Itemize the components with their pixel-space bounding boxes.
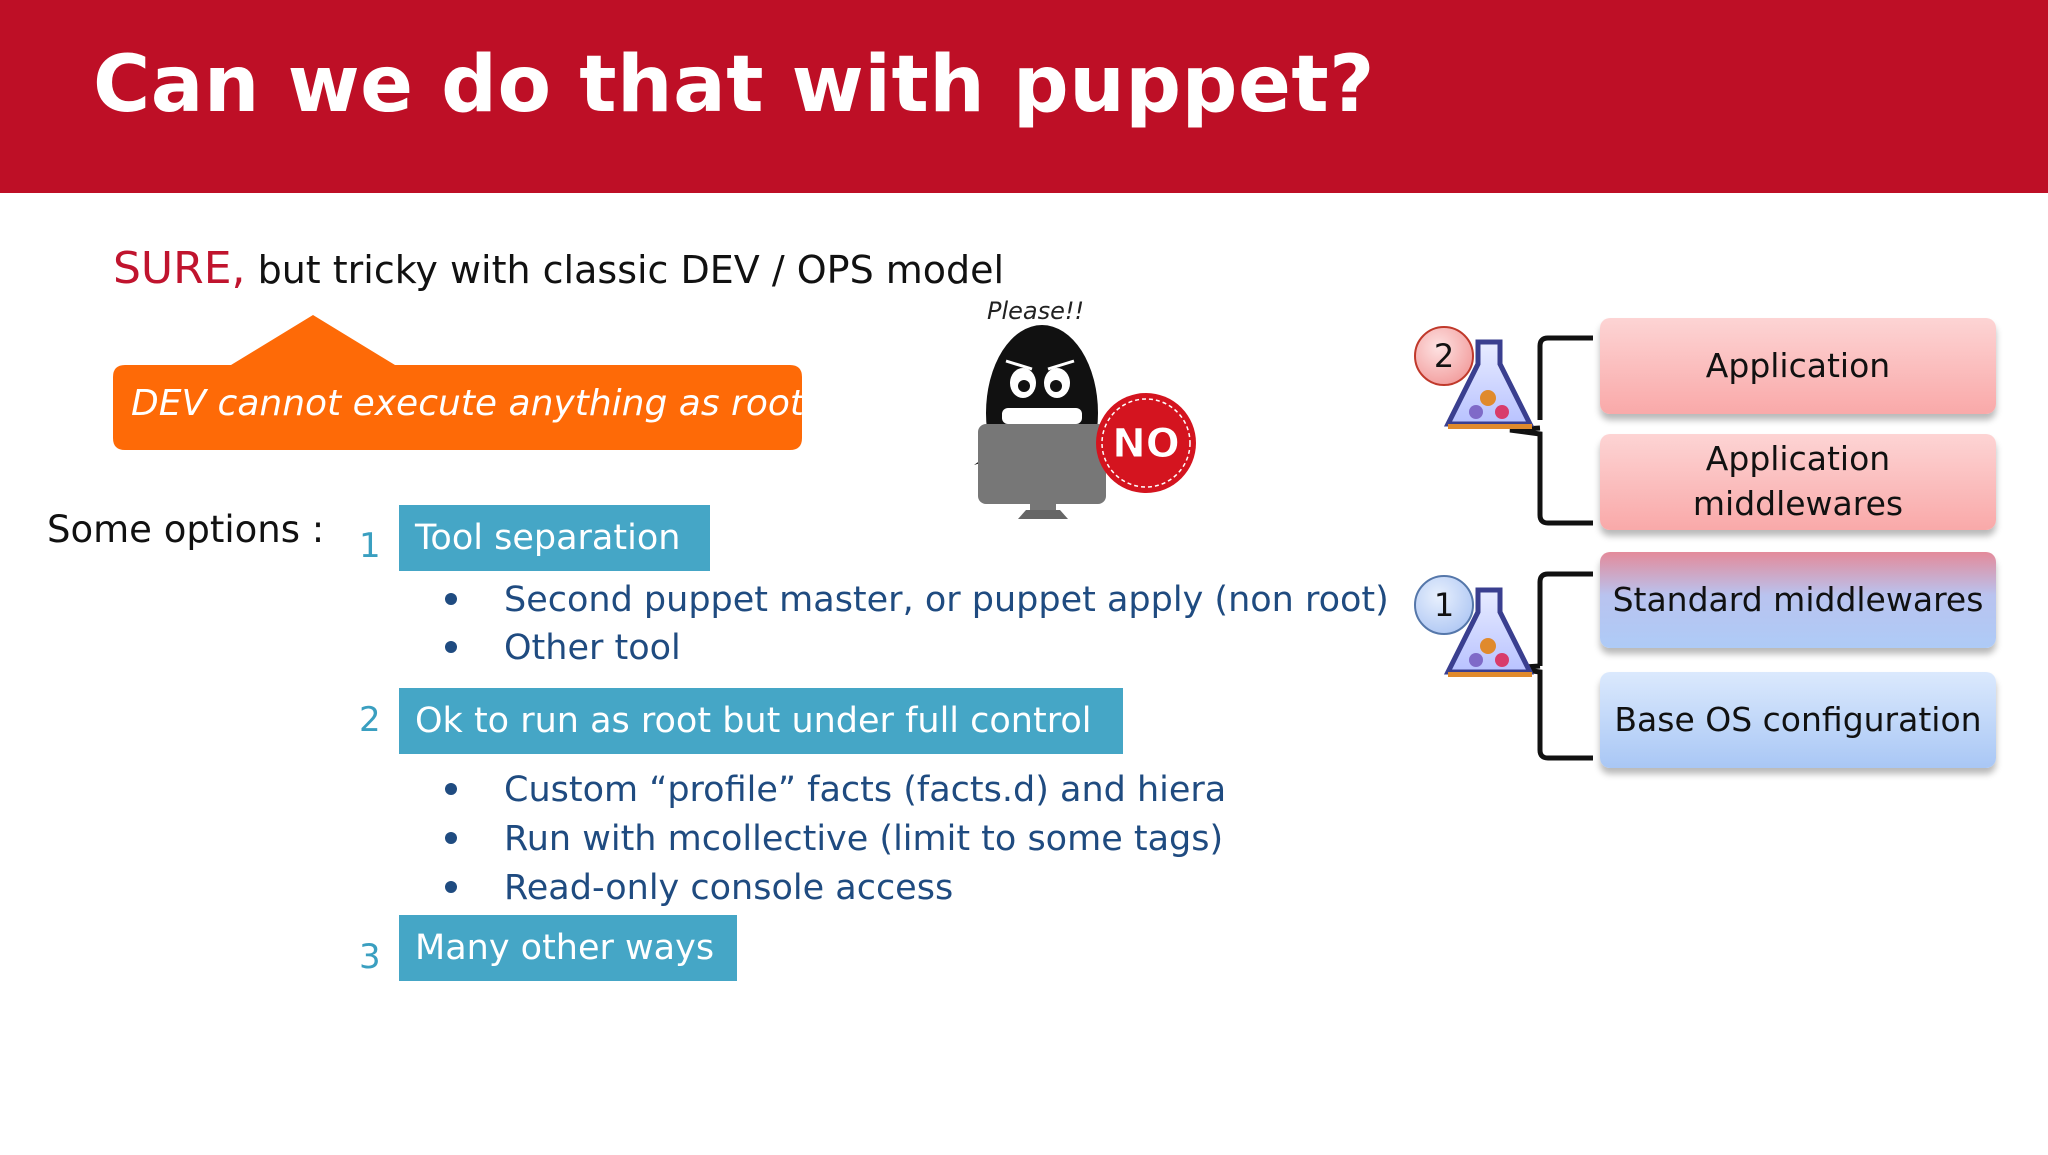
- option-bar-other-ways: Many other ways: [399, 915, 737, 981]
- priority-badge: 1: [1414, 575, 1474, 635]
- layer-standard-middlewares: Standard middlewares: [1600, 552, 1996, 648]
- option-bar-tool-separation: Tool separation: [399, 505, 710, 571]
- bullet-icon: [445, 593, 457, 605]
- penguin-mascot-icon: Please!! NO: [974, 297, 1196, 519]
- sure-rest: but tricky with classic DEV / OPS model: [245, 248, 1005, 292]
- option-number: 3: [359, 937, 381, 977]
- list-item: Other tool: [445, 628, 681, 668]
- list-item: Read-only console access: [445, 868, 953, 908]
- flask-icon: [1443, 587, 1535, 677]
- bullet-icon: [445, 641, 457, 653]
- layer-application: Application: [1600, 318, 1996, 414]
- bullet-icon: [445, 832, 457, 844]
- no-bubble: NO: [1112, 421, 1179, 467]
- title-banner: [0, 0, 2048, 193]
- priority-badge: 2: [1414, 326, 1474, 386]
- sure-word: SURE,: [113, 243, 246, 294]
- list-item: Custom “profile” facts (facts.d) and hie…: [445, 770, 1226, 810]
- callout-text: DEV cannot execute anything as root: [131, 383, 804, 424]
- sure-statement: SURE, but tricky with classic DEV / OPS …: [113, 243, 1004, 294]
- list-item: Run with mcollective (limit to some tags…: [445, 819, 1223, 859]
- option-number: 1: [359, 526, 381, 566]
- callout-arrow-shape: [113, 315, 802, 450]
- bullet-icon: [445, 783, 457, 795]
- flask-icon: [1443, 339, 1535, 429]
- stack-brackets: [1443, 335, 1593, 761]
- penguin-mascot: Please!! NO: [960, 295, 1220, 539]
- bullet-icon: [445, 881, 457, 893]
- list-item: Second puppet master, or puppet apply (n…: [445, 580, 1389, 620]
- option-number: 2: [359, 700, 381, 740]
- option-bar-root-control: Ok to run as root but under full control: [399, 688, 1123, 754]
- layer-application-middlewares: Application middlewares: [1600, 434, 1996, 530]
- options-label: Some options :: [47, 508, 325, 551]
- mascot-caption: Please!!: [987, 297, 1084, 325]
- layer-base-os-configuration: Base OS configuration: [1600, 672, 1996, 768]
- slide-title: Can we do that with puppet?: [93, 40, 1375, 130]
